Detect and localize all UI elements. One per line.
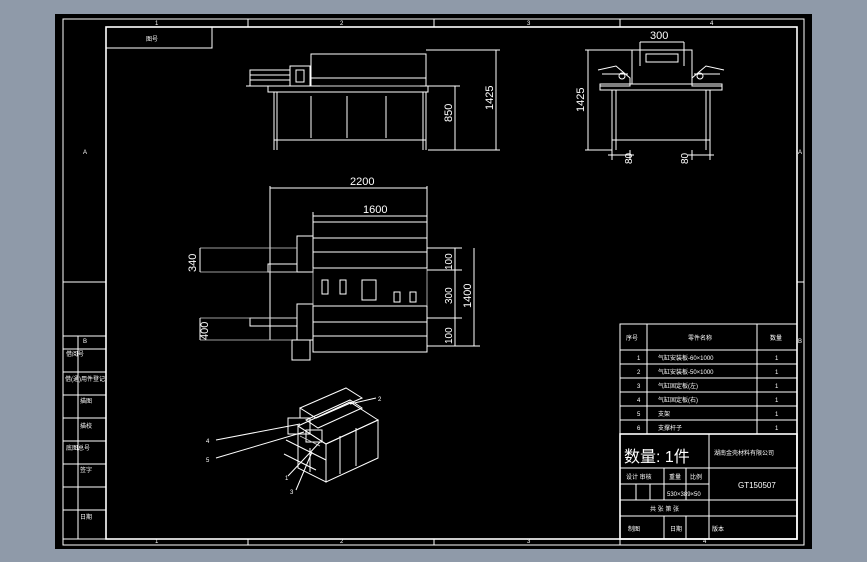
bom-cell: 1 (637, 356, 641, 362)
dim-front-base: 850 (443, 104, 455, 122)
iso-callout-5: 5 (206, 458, 210, 464)
bom-cell: 1 (775, 356, 779, 362)
zone-label-top: 1 (155, 21, 159, 27)
zone-label-right: B (798, 339, 802, 345)
weight-label: 重量 (669, 473, 681, 481)
bom-cell: 支撑杆子 (658, 424, 682, 432)
part-size: 530×389×50 (667, 492, 701, 498)
iso-callout-2: 2 (378, 397, 382, 403)
bom-cell: 气缸固定板(左) (658, 382, 698, 390)
title-bottom-right: 版本 (712, 525, 724, 533)
front-view (246, 53, 429, 150)
side-label: 日期 (80, 513, 92, 521)
dim-top-r3: 100 (444, 327, 455, 344)
dim-side-height: 1425 (575, 88, 587, 112)
bom-cell: 5 (637, 412, 641, 418)
sheet-info: 共 张 第 张 (650, 505, 679, 513)
drawing-number-label: 图号 (146, 36, 158, 43)
bom-cell: 气缸安装板-50×1000 (658, 368, 714, 376)
side-label: 借(通)用件登记 (65, 375, 105, 383)
bom-cell: 4 (637, 398, 641, 404)
dim-top-total-h: 1400 (462, 284, 474, 308)
dim-side-width: 300 (650, 30, 668, 42)
bom-cell: 6 (637, 426, 641, 432)
bom-cell: 1 (775, 384, 779, 390)
bom-table (619, 323, 798, 435)
zone-label-right: A (798, 150, 802, 156)
zone-label-bottom: 1 (155, 539, 159, 545)
dim-side-right: 80 (680, 152, 691, 164)
top-dimensions (199, 186, 480, 347)
dim-top-total: 2200 (350, 176, 374, 188)
zone-label-bottom: 3 (527, 539, 531, 545)
zone-label-bottom: 2 (340, 539, 344, 545)
isometric-view (283, 387, 380, 483)
cad-viewport[interactable]: 1 2 3 4 1 2 3 4 A B A B 图号 借阅号 借(通)用件登记 … (55, 14, 812, 549)
bom-cell: 1 (775, 426, 779, 432)
zone-label-bottom: 4 (703, 539, 707, 545)
title-row-labels: 设计 审核 (626, 473, 652, 481)
outer-border (62, 18, 805, 546)
top-view (200, 186, 428, 361)
front-dimensions (426, 49, 500, 151)
dim-top-left-b: 400 (199, 322, 211, 340)
bom-header-name: 零件名称 (688, 334, 712, 342)
dim-top-r1: 100 (444, 253, 455, 270)
side-dimensions (585, 41, 714, 160)
zone-label-top: 4 (710, 21, 714, 27)
bom-cell: 2 (637, 370, 641, 376)
side-label: 描校 (80, 422, 92, 430)
zone-label-left: A (83, 150, 87, 156)
scale-label: 比例 (690, 473, 702, 481)
quantity-label: 数量: 1件 (624, 448, 690, 466)
zone-label-top: 3 (527, 21, 531, 27)
drawing-canvas: 1 2 3 4 1 2 3 4 A B A B 图号 借阅号 借(通)用件登记 … (62, 18, 805, 546)
company-name: 湖南金壳材料有限公司 (714, 449, 774, 457)
bom-cell: 1 (775, 398, 779, 404)
side-label-strip (62, 335, 107, 540)
title-block (619, 433, 798, 540)
bom-cell: 3 (637, 384, 641, 390)
title-bottom-left: 制图 (628, 525, 640, 533)
bom-cell: 气缸安装板-60×1000 (658, 354, 714, 362)
side-label-top: 借阅号 (66, 350, 84, 358)
bom-cell: 1 (775, 412, 779, 418)
bom-header-qty: 数量 (770, 334, 782, 342)
bom-header-no: 序号 (626, 334, 638, 342)
drawing-number-box (105, 26, 213, 49)
zone-label-top: 2 (340, 21, 344, 27)
dim-top-left-a: 340 (187, 254, 199, 272)
iso-callout-lines (215, 397, 377, 491)
dim-front-height: 1425 (484, 86, 496, 110)
side-label: 描图 (80, 397, 92, 405)
side-label: 底图总号 (66, 444, 90, 452)
title-bottom-mid: 日期 (670, 525, 682, 533)
zone-label-left: B (83, 339, 87, 345)
side-view (597, 42, 725, 150)
side-label: 签字 (80, 466, 92, 474)
iso-callout-4: 4 (206, 439, 210, 445)
dim-top-r2: 300 (444, 287, 455, 304)
iso-callout-3: 3 (290, 490, 294, 496)
iso-callout-1: 1 (285, 476, 289, 482)
bom-cell: 气缸固定板(右) (658, 396, 698, 404)
dim-top-inner: 1600 (363, 204, 387, 216)
inner-border (105, 26, 798, 540)
dim-side-left: 80 (624, 152, 635, 164)
bom-cell: 1 (775, 370, 779, 376)
bom-cell: 支架 (658, 410, 670, 418)
drawing-number: GT150507 (738, 481, 776, 490)
